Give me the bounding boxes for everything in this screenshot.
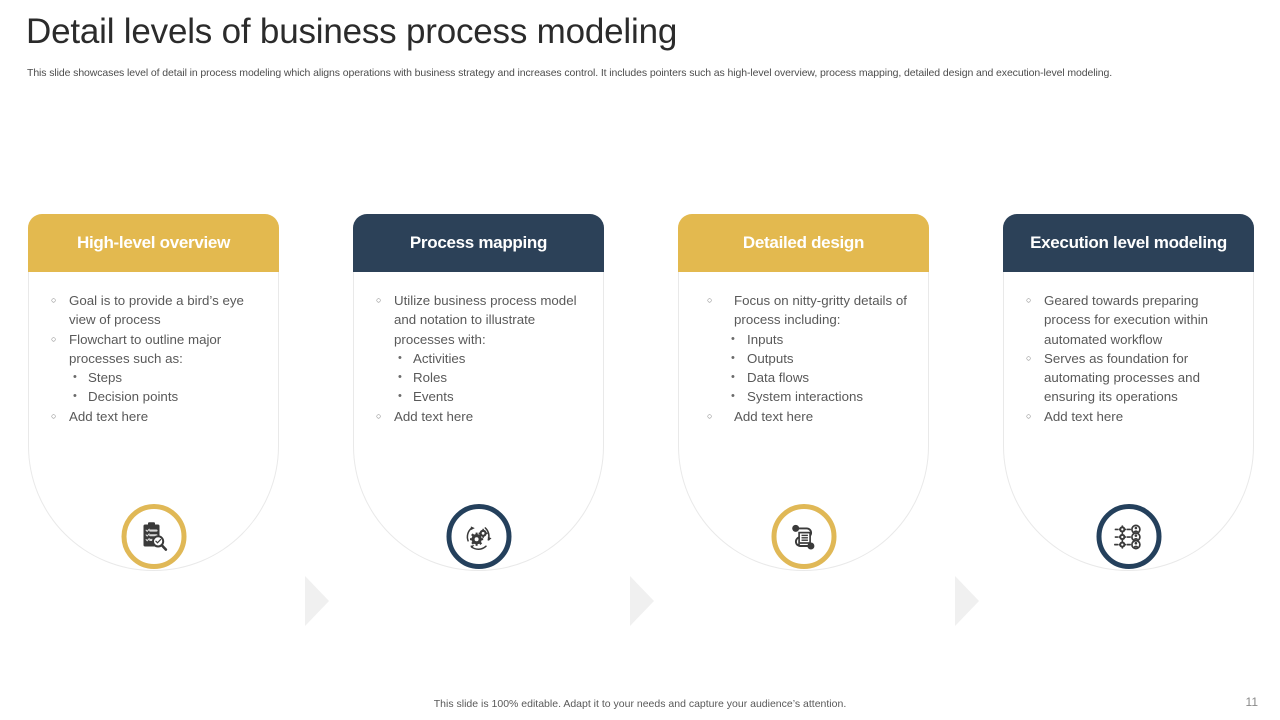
list-item: Inputs — [695, 330, 914, 350]
list-item: Goal is to provide a bird’s eye view of … — [45, 291, 264, 330]
gears-cycle-icon — [446, 504, 511, 569]
list-item: Add text here — [45, 407, 264, 427]
card-process-mapping[interactable]: Process mapping Utilize business process… — [353, 214, 604, 571]
list-item: Utilize business process model and notat… — [370, 291, 589, 349]
list-item: Roles — [370, 368, 589, 388]
card-title-4: Execution level modeling — [1030, 233, 1227, 252]
card-header-4: Execution level modeling — [1003, 214, 1254, 272]
list-item: Geared towards preparing process for exe… — [1020, 291, 1239, 349]
card-header-1: High-level overview — [28, 214, 279, 272]
list-item: Add text here — [695, 407, 914, 427]
list-item: Events — [370, 387, 589, 407]
card-header-2: Process mapping — [353, 214, 604, 272]
clipboard-search-icon — [121, 504, 186, 569]
list-item: Focus on nitty-gritty details of process… — [695, 291, 914, 330]
card-title-2: Process mapping — [409, 233, 548, 252]
card-detailed-design[interactable]: Detailed design Focus on nitty-gritty de… — [678, 214, 929, 571]
arrow-separator-2 — [630, 576, 654, 626]
page-subtitle: This slide showcases level of detail in … — [27, 67, 1113, 79]
list-item: Data flows — [695, 368, 914, 388]
list-item: Outputs — [695, 349, 914, 369]
list-item: Steps — [45, 368, 264, 388]
list-item: Add text here — [1020, 407, 1239, 427]
cards-container: High-level overview Goal is to provide a… — [0, 214, 1280, 634]
page-title: Detail levels of business process modeli… — [26, 12, 678, 51]
list-item: Activities — [370, 349, 589, 369]
card-high-level-overview[interactable]: High-level overview Goal is to provide a… — [28, 214, 279, 571]
list-item: Decision points — [45, 387, 264, 407]
card-title-3: Detailed design — [742, 233, 865, 252]
bullet-list-3: Focus on nitty-gritty details of process… — [695, 291, 914, 426]
card-header-3: Detailed design — [678, 214, 929, 272]
bullet-list-1: Goal is to provide a bird’s eye view of … — [45, 291, 264, 426]
workflow-automation-icon — [1096, 504, 1161, 569]
bullet-list-2: Utilize business process model and notat… — [370, 291, 589, 426]
card-title-1: High-level overview — [76, 233, 231, 252]
list-item: System interactions — [695, 387, 914, 407]
arrow-separator-1 — [305, 576, 329, 626]
page-number: 11 — [1245, 695, 1258, 709]
list-item: Flowchart to outline major processes suc… — [45, 330, 264, 369]
list-item: Serves as foundation for automating proc… — [1020, 349, 1239, 407]
flowchart-document-icon — [771, 504, 836, 569]
card-execution-level-modeling[interactable]: Execution level modeling Geared towards … — [1003, 214, 1254, 571]
arrow-separator-3 — [955, 576, 979, 626]
footer-note: This slide is 100% editable. Adapt it to… — [433, 698, 847, 710]
bullet-list-4: Geared towards preparing process for exe… — [1020, 291, 1239, 426]
list-item: Add text here — [370, 407, 589, 427]
